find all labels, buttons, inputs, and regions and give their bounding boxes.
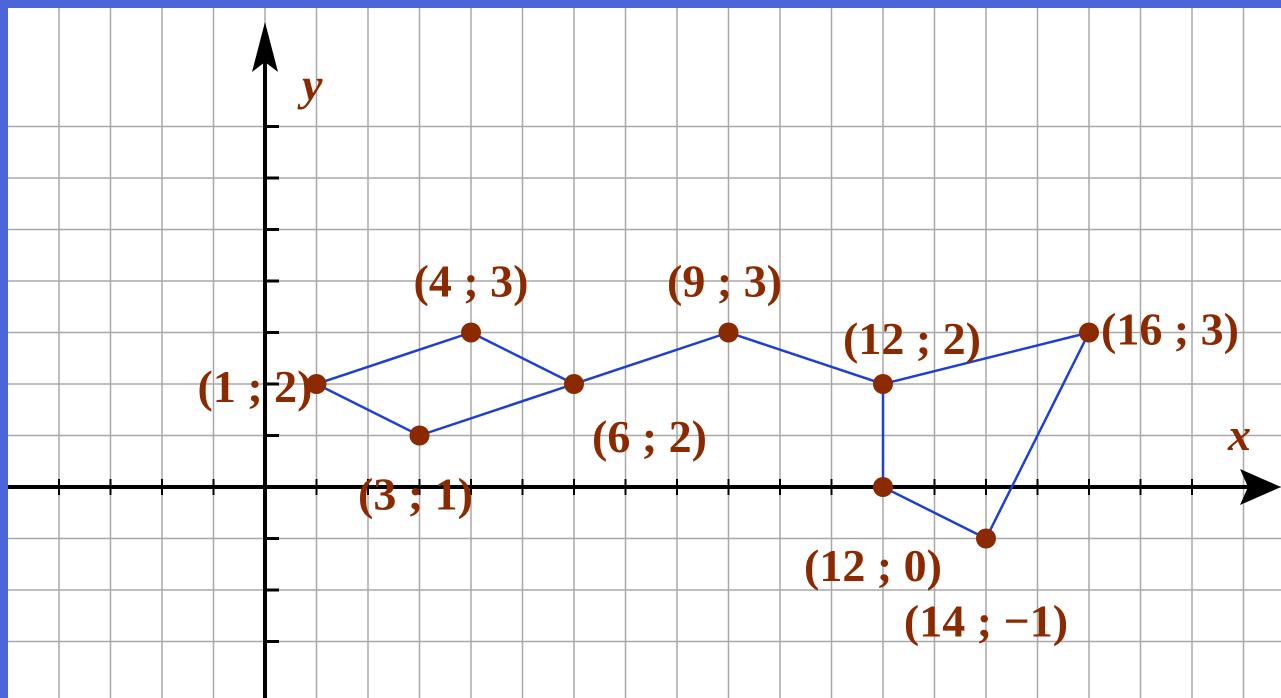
point-label-p5: (9 ; 3) bbox=[667, 256, 782, 307]
point-label-p9: (14 ; −1) bbox=[904, 596, 1068, 647]
edge-p6-p7 bbox=[882, 331, 1090, 386]
edge-p4-p5 bbox=[573, 331, 729, 386]
point-p2 bbox=[461, 322, 481, 343]
point-label-p6: (12 ; 2) bbox=[843, 313, 981, 364]
point-p8 bbox=[873, 477, 893, 497]
point-labels: (1 ; 2) (4 ; 3) (3 ; 1) (6 ; 2) (9 ; 3) (12 ;… bbox=[198, 256, 1239, 647]
edge-p3-p4 bbox=[419, 382, 575, 437]
edge-p1-p2 bbox=[316, 331, 472, 386]
point-label-p2: (4 ; 3) bbox=[414, 256, 529, 307]
x-axis-arrow-icon bbox=[1240, 469, 1281, 505]
edge-p2-p4 bbox=[470, 331, 575, 386]
edge-p1-p3 bbox=[315, 382, 421, 437]
point-label-p3: (3 ; 1) bbox=[358, 469, 473, 520]
edge-p5-p6 bbox=[728, 331, 884, 386]
point-p3 bbox=[409, 425, 430, 446]
y-axis-arrow-icon bbox=[252, 22, 278, 72]
point-label-p4: (6 ; 2) bbox=[592, 411, 707, 462]
axis-ticks bbox=[58, 125, 1193, 643]
point-p4 bbox=[564, 374, 584, 394]
point-label-p7: (16 ; 3) bbox=[1101, 304, 1239, 355]
point-p7 bbox=[1079, 322, 1099, 343]
point-p6 bbox=[873, 374, 893, 394]
y-axis-label: y bbox=[297, 59, 323, 110]
point-p9 bbox=[976, 528, 996, 549]
point-label-p8: (12 ; 0) bbox=[804, 540, 942, 591]
frame-left-border bbox=[0, 0, 8, 698]
point-p5 bbox=[718, 322, 739, 343]
edge-p9-p7 bbox=[984, 331, 1091, 540]
points bbox=[306, 322, 1099, 549]
point-label-p1: (1 ; 2) bbox=[198, 361, 313, 412]
x-axis-label: x bbox=[1227, 409, 1251, 460]
frame-top-border bbox=[0, 0, 1281, 8]
axes: x y bbox=[8, 22, 1281, 698]
edge-p8-p9 bbox=[882, 485, 987, 540]
grid bbox=[8, 8, 1281, 698]
point-p1 bbox=[306, 374, 327, 394]
polyline-edges bbox=[315, 331, 1091, 540]
